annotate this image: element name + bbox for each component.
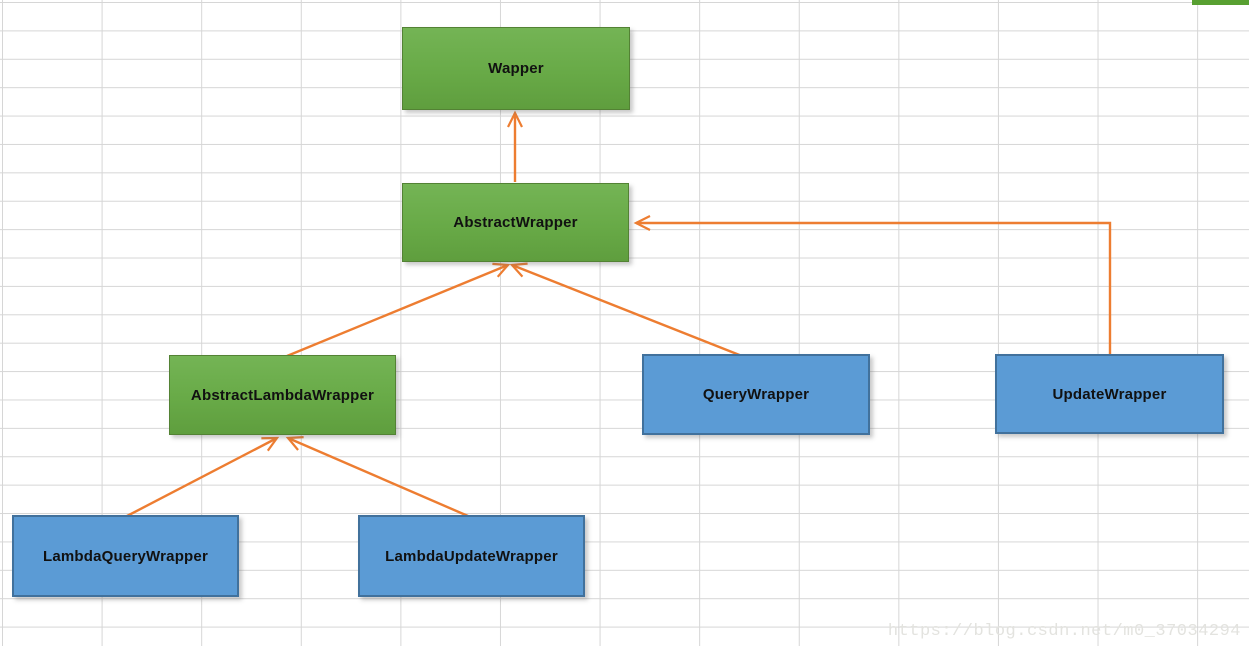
node-abstract-wrapper-label: AbstractWrapper — [453, 214, 578, 231]
watermark-url: https://blog.csdn.net/m0_37034294 — [887, 622, 1241, 641]
edge-querywrapper-to-abstractwrapper — [509, 262, 743, 358]
node-lambda-update-wrapper-label: LambdaUpdateWrapper — [385, 547, 558, 565]
edge-lambdaquerywrapper-to-abstractlambdawrapper — [126, 436, 280, 518]
node-query-wrapper-label: QueryWrapper — [702, 386, 810, 403]
node-wrapper-label: Wapper — [488, 60, 544, 77]
top-right-accent-bar — [1192, 0, 1249, 5]
node-abstract-lambda-wrapper-label: AbstractLambdaWrapper — [190, 386, 375, 404]
node-lambda-query-wrapper: LambdaQueryWrapper — [12, 515, 239, 597]
node-query-wrapper: QueryWrapper — [642, 354, 870, 435]
node-update-wrapper: UpdateWrapper — [995, 354, 1224, 434]
edge-abstractlambdawrapper-to-abstractwrapper — [286, 262, 511, 358]
node-lambda-update-wrapper: LambdaUpdateWrapper — [358, 515, 585, 597]
node-abstract-lambda-wrapper: AbstractLambdaWrapper — [169, 355, 396, 435]
node-lambda-query-wrapper-label: LambdaQueryWrapper — [42, 547, 209, 565]
node-abstract-wrapper: AbstractWrapper — [402, 183, 629, 262]
node-wrapper: Wapper — [402, 27, 630, 110]
node-update-wrapper-label: UpdateWrapper — [1052, 385, 1167, 403]
edge-updatewrapper-to-abstractwrapper — [633, 215, 1112, 355]
edge-lambdaupdatewrapper-to-abstractlambdawrapper — [285, 436, 469, 518]
